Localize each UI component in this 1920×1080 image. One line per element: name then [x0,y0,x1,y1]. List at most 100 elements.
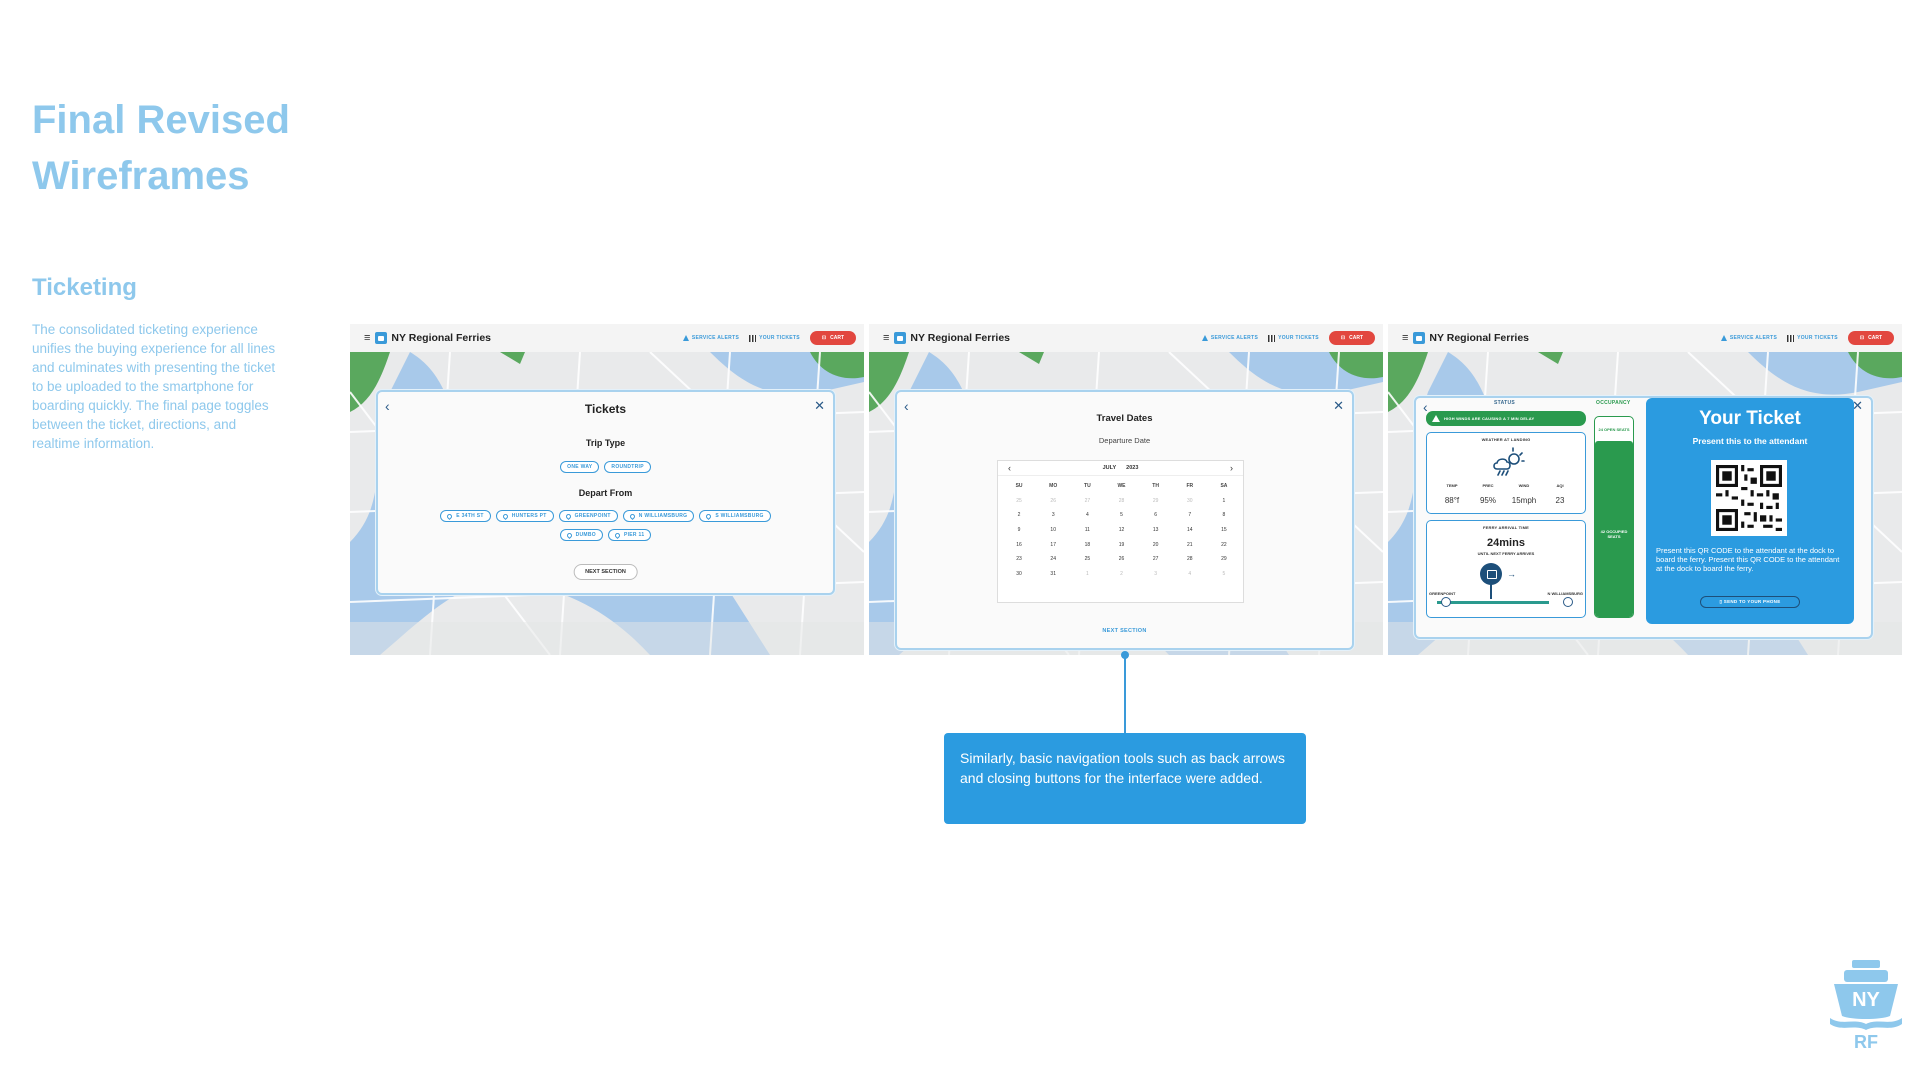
calendar-day[interactable]: 4 [1188,571,1192,578]
calendar-day[interactable]: 27 [1084,497,1091,504]
calendar-day[interactable]: 25 [1084,556,1091,563]
calendar-day[interactable]: 25 [1016,497,1022,504]
qr-icon [1787,334,1795,342]
calendar-day[interactable]: 21 [1186,541,1193,548]
cart-button[interactable]: ⊡CART [809,331,856,345]
send-to-phone-button[interactable]: ▯ SEND TO YOUR PHONE [1700,596,1800,608]
calendar-day[interactable]: 4 [1085,512,1089,519]
next-section-button[interactable]: NEXT SECTION [1102,628,1147,634]
calendar-day[interactable]: 13 [1152,527,1159,534]
calendar-day[interactable]: 29 [1221,556,1227,563]
direction-arrow-icon: → [1507,569,1516,579]
hamburger-menu-icon[interactable]: ≡ [1402,332,1409,344]
trip-type-one-way[interactable]: ONE WAY [560,461,600,473]
delay-alert-bar: HIGH WINDS ARE CAUSING A 7 MIN DELAY [1426,411,1586,426]
calendar-day[interactable]: 5 [1120,512,1123,519]
app-header: ≡ NY Regional Ferries SERVICE ALERTS YOU… [350,324,864,352]
ferry-icon [1480,563,1502,585]
calendar-day[interactable]: 15 [1221,527,1227,534]
calendar-day[interactable]: 30 [1186,497,1193,504]
close-icon[interactable]: ✕ [1333,398,1344,413]
trip-type-roundtrip[interactable]: ROUNDTRIP [604,461,651,473]
calendar-day[interactable]: 20 [1152,541,1159,548]
hamburger-menu-icon[interactable]: ≡ [883,332,890,344]
qr-code-icon [1716,465,1782,531]
calendar-dow: FR [1186,483,1194,489]
calendar-day[interactable]: 18 [1084,541,1091,548]
callout-note: Similarly, basic navigation tools such a… [944,733,1306,824]
wireframe-travel-dates: ≡ NY Regional Ferries SERVICE ALERTS YOU… [869,324,1383,655]
service-alerts-link[interactable]: SERVICE ALERTS [1720,335,1777,341]
back-arrow-icon[interactable]: ‹ [1423,399,1428,415]
stop-n-williamsburg[interactable]: N WILLIAMSBURG [622,510,695,522]
calendar-day[interactable]: 28 [1186,556,1193,563]
your-tickets-link[interactable]: YOUR TICKETS [1787,334,1838,342]
stop-e34th[interactable]: E 34TH ST [440,510,491,522]
route-line [1437,601,1549,604]
calendar-day[interactable]: 24 [1050,556,1056,563]
calendar-day[interactable]: 16 [1016,541,1022,548]
your-tickets-link[interactable]: YOUR TICKETS [749,334,800,342]
from-stop-label: GREENPOINT [1429,591,1456,596]
calendar-day[interactable]: 26 [1050,497,1056,504]
next-month-icon[interactable]: › [1230,463,1233,473]
arrival-sublabel: UNTIL NEXT FERRY ARRIVES [1477,551,1535,556]
calendar-day[interactable]: 9 [1017,527,1021,534]
app-header: ≡ NY Regional Ferries SERVICE ALERTS YOU… [1388,324,1902,352]
calendar-day[interactable]: 22 [1221,541,1227,548]
close-icon[interactable]: ✕ [1852,398,1863,413]
calendar-day[interactable]: 28 [1118,497,1125,504]
pin-icon [501,512,509,520]
weather-temp: 88°f [1444,496,1460,505]
calendar-day[interactable]: 31 [1050,571,1056,578]
qr-icon [749,334,757,342]
calendar-day[interactable]: 1 [1222,497,1226,504]
pin-icon [565,531,573,539]
calendar-day[interactable]: 2 [1017,512,1021,519]
calendar-day[interactable]: 26 [1118,556,1125,563]
stop-pier-11[interactable]: PIER 11 [607,529,652,541]
qr-icon [1268,334,1276,342]
prev-month-icon[interactable]: ‹ [1008,463,1011,473]
calendar-day[interactable]: 14 [1186,527,1193,534]
calendar-day[interactable]: 12 [1118,527,1125,534]
back-arrow-icon[interactable]: ‹ [904,398,909,414]
ticket-instructions: Present this QR CODE to the attendant at… [1656,546,1840,573]
calendar-day[interactable]: 19 [1118,541,1125,548]
your-tickets-link[interactable]: YOUR TICKETS [1268,334,1319,342]
calendar-day[interactable]: 23 [1016,556,1022,563]
stop-hunters-pt[interactable]: HUNTERS PT [495,510,554,522]
calendar-dow: MO [1049,483,1058,489]
calendar-day[interactable]: 27 [1152,556,1159,563]
calendar-day[interactable]: 3 [1154,571,1158,578]
service-alerts-link[interactable]: SERVICE ALERTS [1201,335,1258,341]
stop-greenpoint[interactable]: GREENPOINT [558,510,618,522]
calendar-day[interactable]: 3 [1051,512,1055,519]
arrival-time: 24mins [1487,537,1525,549]
callout-connector-line [1124,655,1126,733]
pin-icon [564,512,572,520]
close-icon[interactable]: ✕ [814,398,825,413]
back-arrow-icon[interactable]: ‹ [385,398,390,414]
stop-s-williamsburg[interactable]: S WILLIAMSBURG [699,510,771,522]
cart-button[interactable]: ⊡CART [1847,331,1894,345]
cart-button[interactable]: ⊡CART [1328,331,1375,345]
ferry-logo-icon [894,332,907,344]
next-section-button[interactable]: NEXT SECTION [573,564,638,580]
calendar-day[interactable]: 8 [1222,512,1226,519]
calendar-day[interactable]: 11 [1084,527,1090,534]
calendar-day[interactable]: 7 [1188,512,1192,519]
hamburger-menu-icon[interactable]: ≡ [364,332,371,344]
calendar-day[interactable]: 30 [1016,571,1022,578]
calendar-day[interactable]: 2 [1120,571,1123,578]
calendar-day[interactable]: 1 [1085,571,1089,578]
calendar-day[interactable]: 6 [1154,512,1158,519]
storm-weather-icon [1493,447,1525,476]
calendar-day[interactable]: 17 [1050,541,1056,548]
service-alerts-link[interactable]: SERVICE ALERTS [682,335,739,341]
stop-dumbo[interactable]: DUMBO [559,529,603,541]
to-stop-dot [1563,597,1573,607]
calendar-day[interactable]: 10 [1050,527,1056,534]
calendar-day[interactable]: 29 [1152,497,1159,504]
calendar-day[interactable]: 5 [1222,571,1226,578]
